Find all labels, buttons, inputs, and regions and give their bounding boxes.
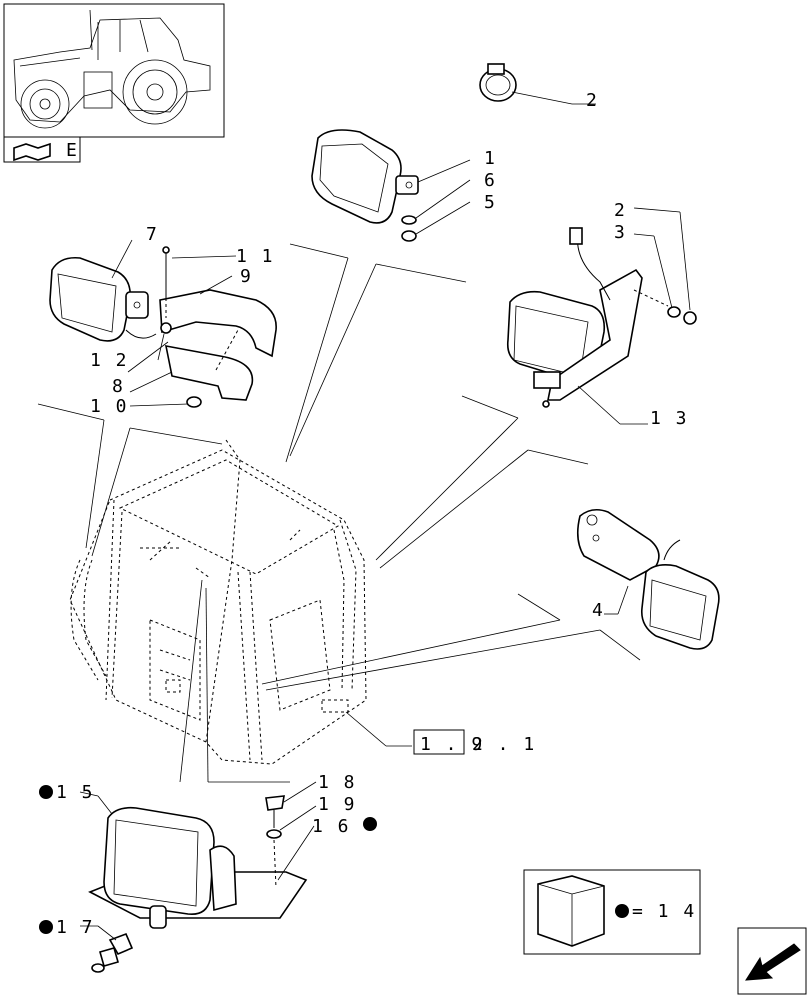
kit-word-2: KIT xyxy=(576,912,597,925)
tractor-thumbnail: E xyxy=(3,3,225,163)
callout-1: 1 xyxy=(484,148,497,169)
callout-labels: 2 1 6 5 2 3 7 1 1 9 1 2 8 1 0 1 3 4 1 . … xyxy=(39,90,689,938)
callout-11: 1 1 xyxy=(236,246,275,267)
kit-marker-17 xyxy=(39,920,53,934)
clamp-ring xyxy=(479,63,596,105)
callout-4: 4 xyxy=(592,600,605,621)
kit-marker-15 xyxy=(39,785,53,799)
callout-16: 1 6 xyxy=(312,816,351,837)
bulb-17 xyxy=(80,925,134,973)
callout-3: 3 xyxy=(614,222,627,243)
next-page-arrow-icon[interactable] xyxy=(737,927,807,995)
callout-10: 1 0 xyxy=(90,396,129,417)
callout-12: 1 2 xyxy=(90,350,129,371)
kit-marker-dot xyxy=(615,904,629,918)
callout-5: 5 xyxy=(484,192,497,213)
kit-legend-text: = 1 4 xyxy=(632,901,696,922)
callout-13: 1 3 xyxy=(650,408,689,429)
book-icon xyxy=(13,142,51,162)
work-lamp-1 xyxy=(311,129,471,242)
callout-17: 1 7 xyxy=(56,917,95,938)
reference-box xyxy=(413,729,465,755)
work-lamp-13 xyxy=(506,207,697,425)
kit-marker-16 xyxy=(363,817,377,831)
kit-legend: KIT KIT = 1 4 xyxy=(523,869,701,955)
callout-8: 8 xyxy=(112,376,125,397)
callout-7: 7 xyxy=(146,224,159,245)
work-lamp-7-assembly xyxy=(49,239,277,408)
cab-frame xyxy=(69,439,367,765)
callout-2-top: 2 xyxy=(586,90,599,111)
leader-lines xyxy=(37,243,641,783)
callout-9: 9 xyxy=(240,266,253,287)
callout-19: 1 9 xyxy=(318,794,357,815)
reference-boxed-text: 1 . 9 xyxy=(420,734,484,755)
callout-18: 1 8 xyxy=(318,772,357,793)
header-code: E xyxy=(66,140,79,161)
reference-rest-text: 2 . 1 xyxy=(472,734,536,755)
callout-2-right: 2 xyxy=(614,200,627,221)
work-lamp-15 xyxy=(79,781,317,929)
kit-word-1: KIT xyxy=(542,912,563,925)
callout-15: 1 5 xyxy=(56,782,95,803)
callout-6: 6 xyxy=(484,170,497,191)
work-lamp-4 xyxy=(576,508,720,650)
